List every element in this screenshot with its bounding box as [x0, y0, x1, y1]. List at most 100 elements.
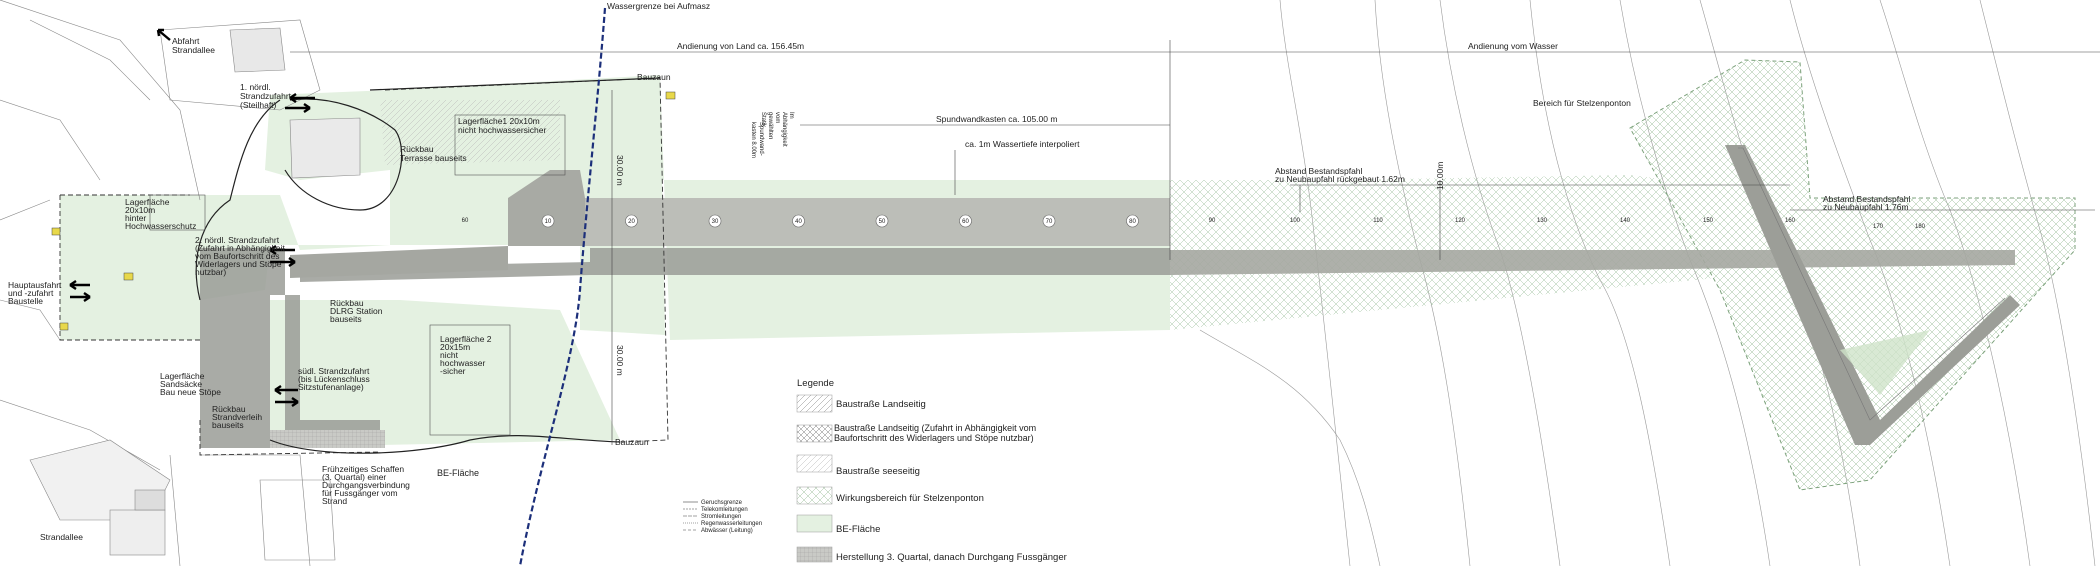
strandallee-top: Strandallee	[172, 45, 215, 55]
main-access-c: Baustelle	[8, 296, 43, 306]
strandallee-bottom: Strandallee	[40, 532, 83, 542]
early-creation-e: Strand	[322, 496, 347, 506]
legend-item-6: Herstellung 3. Quartal, danach Durchgang…	[836, 552, 1067, 563]
yellow-markers	[51, 91, 676, 331]
chainage-label: 160	[1785, 218, 1796, 224]
boundary-lines	[195, 77, 661, 454]
svg-text:Abhängigkeit: Abhängigkeit	[781, 112, 787, 147]
width-10-label: 10.00m	[1435, 162, 1445, 190]
chainage-label: 60	[462, 218, 469, 224]
demolition-dlrg-a: Rückbau	[330, 298, 364, 308]
storage-left-c: hinter	[125, 213, 146, 223]
dimension-lines	[290, 40, 2100, 445]
storage-2-b: 20x15m	[440, 342, 470, 352]
north-access-2-a: 2. nördl. Strandzufahrt	[195, 235, 280, 245]
station-marker-label: 40	[795, 219, 802, 225]
storage-left-d: Hochwasserschutz	[125, 221, 196, 231]
legend-item-4: Wirkungsbereich für Stelzenponton	[836, 493, 984, 504]
south-access-a: südl. Strandzufahrt	[298, 366, 370, 376]
svg-text:Telekomleitungen: Telekomleitungen	[701, 507, 748, 513]
legend-swatch-6	[796, 546, 833, 563]
chainage-label: 90	[1209, 218, 1216, 224]
legend-item-5: BE-Fläche	[836, 524, 880, 535]
station-marker	[1042, 214, 1056, 228]
interpolated-depth-label: ca. 1m Wassertiefe interpoliert	[965, 139, 1080, 149]
north-access-2-d: Widerlagers und Stöpe	[195, 259, 282, 269]
legend-item-3: Baustraße seeseitig	[836, 466, 920, 477]
station-marker	[1126, 214, 1139, 228]
fence-top-label: Bauzaun	[637, 72, 671, 82]
urban-context	[0, 0, 361, 566]
chainage-label: 180	[1915, 224, 1926, 230]
svg-text:Statik: Statik	[760, 112, 766, 128]
early-creation-c: Durchgangsverbindung	[322, 480, 410, 490]
north-access-1-c: (Steilhaft)	[240, 100, 277, 110]
storage-2-d: hochwasser	[440, 358, 486, 368]
dist-pile-1-label: Abstand Bestandspfahl	[1275, 166, 1363, 176]
labels: Wassergrenze bei Aufmasz Andienung von L…	[8, 1, 1911, 542]
storage-sandbags-a: Lagerfläche	[160, 371, 205, 381]
storage-sandbags-c: Bau neue Stöpe	[160, 387, 221, 397]
pier-deck	[508, 198, 1170, 246]
vertical-note-2: Spundwand- kasten 8.00m	[750, 122, 764, 158]
svg-text:Spundwand-: Spundwand-	[758, 122, 764, 156]
demolition-beach-c: bauseits	[212, 420, 244, 430]
storage-1	[454, 114, 566, 176]
north-access-2-c: vom Baufortschritt des	[195, 251, 280, 261]
herstellung-strip	[270, 430, 385, 448]
access-arrows	[69, 28, 315, 407]
legend: Legende Baustraße Landseitig Baustraße L…	[683, 378, 1067, 563]
vertical-note-1: Im Abhängigkeit vom gewählten Statik	[760, 112, 794, 147]
be-area-bottom	[270, 300, 620, 445]
legend-item-2: Baustraße Landseitig (Zufahrt in Abhängi…	[834, 423, 1037, 443]
water-border-line	[518, 7, 607, 566]
svg-text:Abwässer (Leitung): Abwässer (Leitung)	[701, 528, 753, 534]
legend-title: Legende	[797, 378, 834, 389]
demolition-terrace-b: Terrasse bauseits	[400, 153, 467, 163]
south-access-c: Sitzstufenanlage)	[298, 382, 364, 392]
water-border-label: Wassergrenze bei Aufmasz	[607, 1, 710, 11]
chainage-label: 120	[1455, 218, 1466, 224]
station-marker-label: 80	[1129, 219, 1136, 225]
north-access-2-e: nutzbar)	[195, 267, 226, 277]
chainage-label: 130	[1537, 218, 1548, 224]
main-access-b: und -zufahrt	[8, 288, 54, 298]
station-marker	[792, 214, 805, 228]
station-marker	[959, 214, 972, 228]
chainage-label: 100	[1290, 218, 1301, 224]
storage-2-e: -sicher	[440, 366, 466, 376]
svg-text:Regenwasserleitungen: Regenwasserleitungen	[701, 521, 762, 527]
small-legend: Geruchsgrenze Telekomleitungen Stromleit…	[683, 500, 762, 534]
svg-text:gewählten: gewählten	[767, 112, 773, 139]
north-access-1-b: Strandzufahrt	[240, 91, 292, 101]
length-30-top-label: 30.00 m	[615, 155, 625, 186]
demolition-terrace-a: Rückbau	[400, 144, 434, 154]
dist-pile-2-label: Abstand Bestandspfahl	[1823, 194, 1911, 204]
svg-text:Im: Im	[788, 112, 794, 119]
station-marker-label: 10	[545, 219, 552, 225]
pontoon-area-label: Bereich für Stelzenponton	[1533, 98, 1631, 108]
storage-2-a: Lagerfläche 2	[440, 334, 492, 344]
water-berthing-label: Andienung vom Wasser	[1468, 41, 1558, 51]
chainage-label: 170	[1873, 224, 1884, 230]
chainage-label: 110	[1373, 218, 1383, 224]
storage-1-a: Lagerfläche1 20x10m	[458, 116, 540, 126]
demolition-dlrg-b: DLRG Station	[330, 306, 383, 316]
station-marker	[708, 214, 722, 228]
chainage-label: 140	[1620, 218, 1631, 224]
legend-swatch-1	[796, 394, 833, 413]
svg-text:vom: vom	[774, 112, 780, 123]
south-access-b: (bis Lückenschluss	[298, 374, 370, 384]
station-marker-label: 60	[962, 219, 969, 225]
pontoon-l-shape	[1725, 145, 2020, 445]
demolition-beach-b: Strandverleih	[212, 412, 262, 422]
land-berthing-label: Andienung von Land ca. 156.45m	[677, 41, 804, 51]
early-creation-b: (3. Quartal) einer	[322, 472, 386, 482]
green-triangle	[1840, 330, 1930, 395]
station-marker-label: 50	[879, 219, 886, 225]
station-marker-label: 30	[712, 219, 719, 225]
sheet-pile-label: Spundwandkasten ca. 105.00 m	[936, 114, 1057, 124]
